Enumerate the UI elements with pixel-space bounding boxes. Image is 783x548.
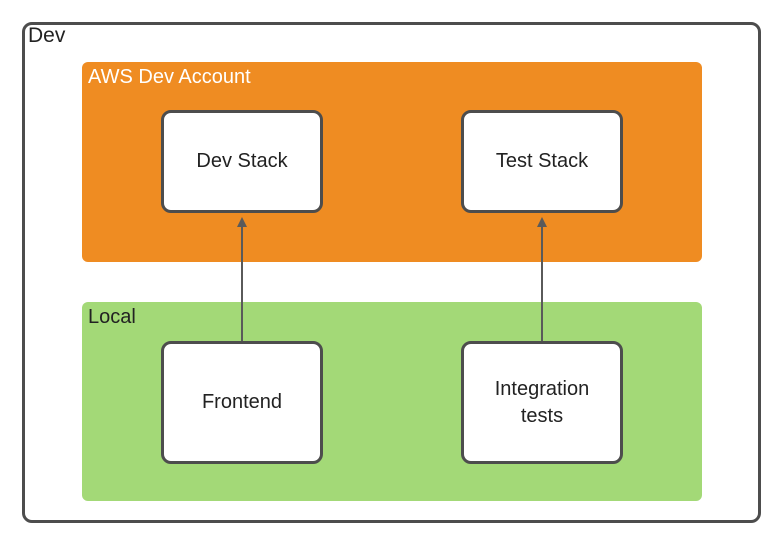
test-stack-node: Test Stack <box>461 110 623 213</box>
frontend-node: Frontend <box>161 341 323 464</box>
local-group-label: Local <box>88 306 136 328</box>
aws-dev-account-label: AWS Dev Account <box>88 66 251 88</box>
dev-stack-node: Dev Stack <box>161 110 323 213</box>
integration-tests-node: Integration tests <box>461 341 623 464</box>
dev-container-label: Dev <box>28 24 66 47</box>
